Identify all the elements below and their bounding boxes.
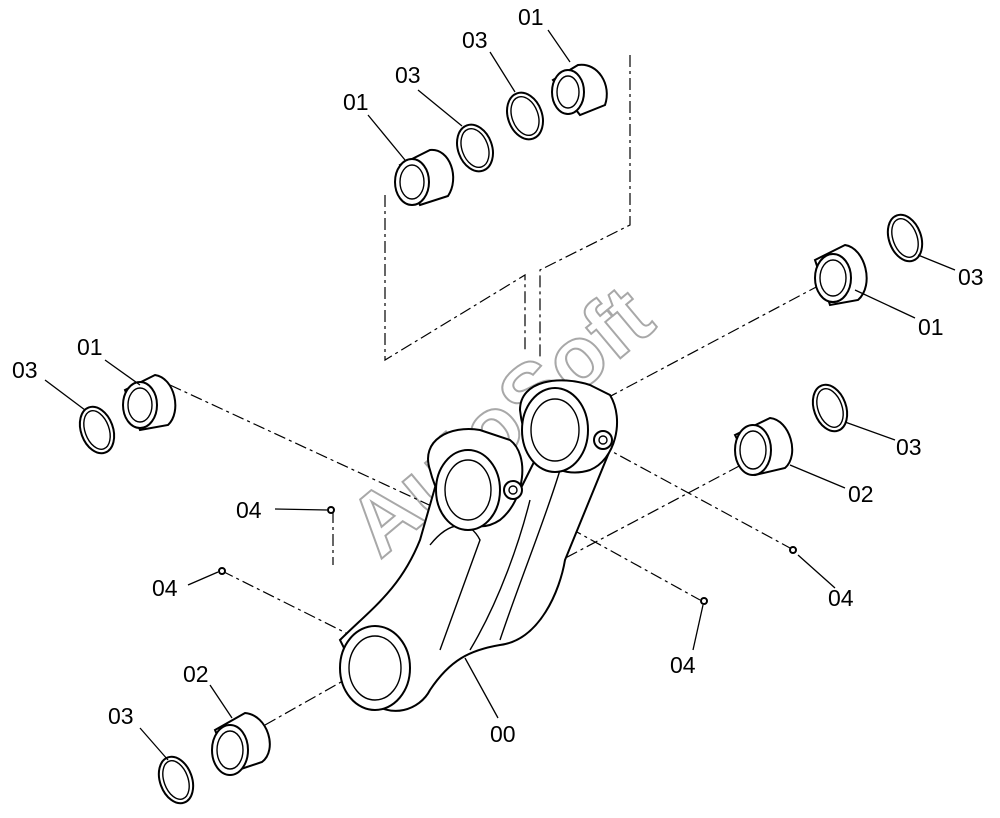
callout-lower-nipple-left: 04 bbox=[152, 575, 178, 601]
callout-right-bushing-mid: 02 bbox=[848, 481, 874, 507]
callout-upper-nipple: 04 bbox=[236, 497, 262, 523]
seal-rings bbox=[78, 91, 924, 805]
callout-left-ring: 03 bbox=[12, 357, 38, 383]
callout-bottom-bushing: 02 bbox=[183, 661, 209, 687]
bushing-top-right bbox=[551, 63, 608, 117]
callout-right-ring-mid: 03 bbox=[896, 434, 922, 460]
leader-lines bbox=[44, 29, 956, 761]
bushing-left bbox=[122, 373, 177, 432]
callout-top-ring-right: 03 bbox=[462, 27, 488, 53]
bushing-right-mid bbox=[733, 416, 794, 477]
callout-center-nipple: 04 bbox=[670, 652, 696, 678]
callout-right-nipple: 04 bbox=[828, 585, 854, 611]
bushing-bottom bbox=[211, 711, 271, 776]
bushing-right-top bbox=[813, 243, 868, 307]
callout-bottom-ring: 03 bbox=[108, 703, 134, 729]
callout-top-bushing-left: 01 bbox=[343, 89, 369, 115]
callout-right-bushing-top: 01 bbox=[918, 314, 944, 340]
link-body-part bbox=[338, 379, 619, 712]
callout-left-bushing: 01 bbox=[77, 334, 103, 360]
callout-right-ring-top: 03 bbox=[958, 264, 984, 290]
bushing-top-left bbox=[394, 148, 455, 207]
grease-nipples bbox=[218, 506, 797, 605]
callout-labels: 01 03 03 01 03 01 03 02 04 01 03 04 04 0… bbox=[12, 4, 984, 747]
callout-top-ring-left: 03 bbox=[395, 62, 421, 88]
callout-top-bushing-right: 01 bbox=[518, 4, 544, 30]
callout-link-body: 00 bbox=[490, 721, 516, 747]
